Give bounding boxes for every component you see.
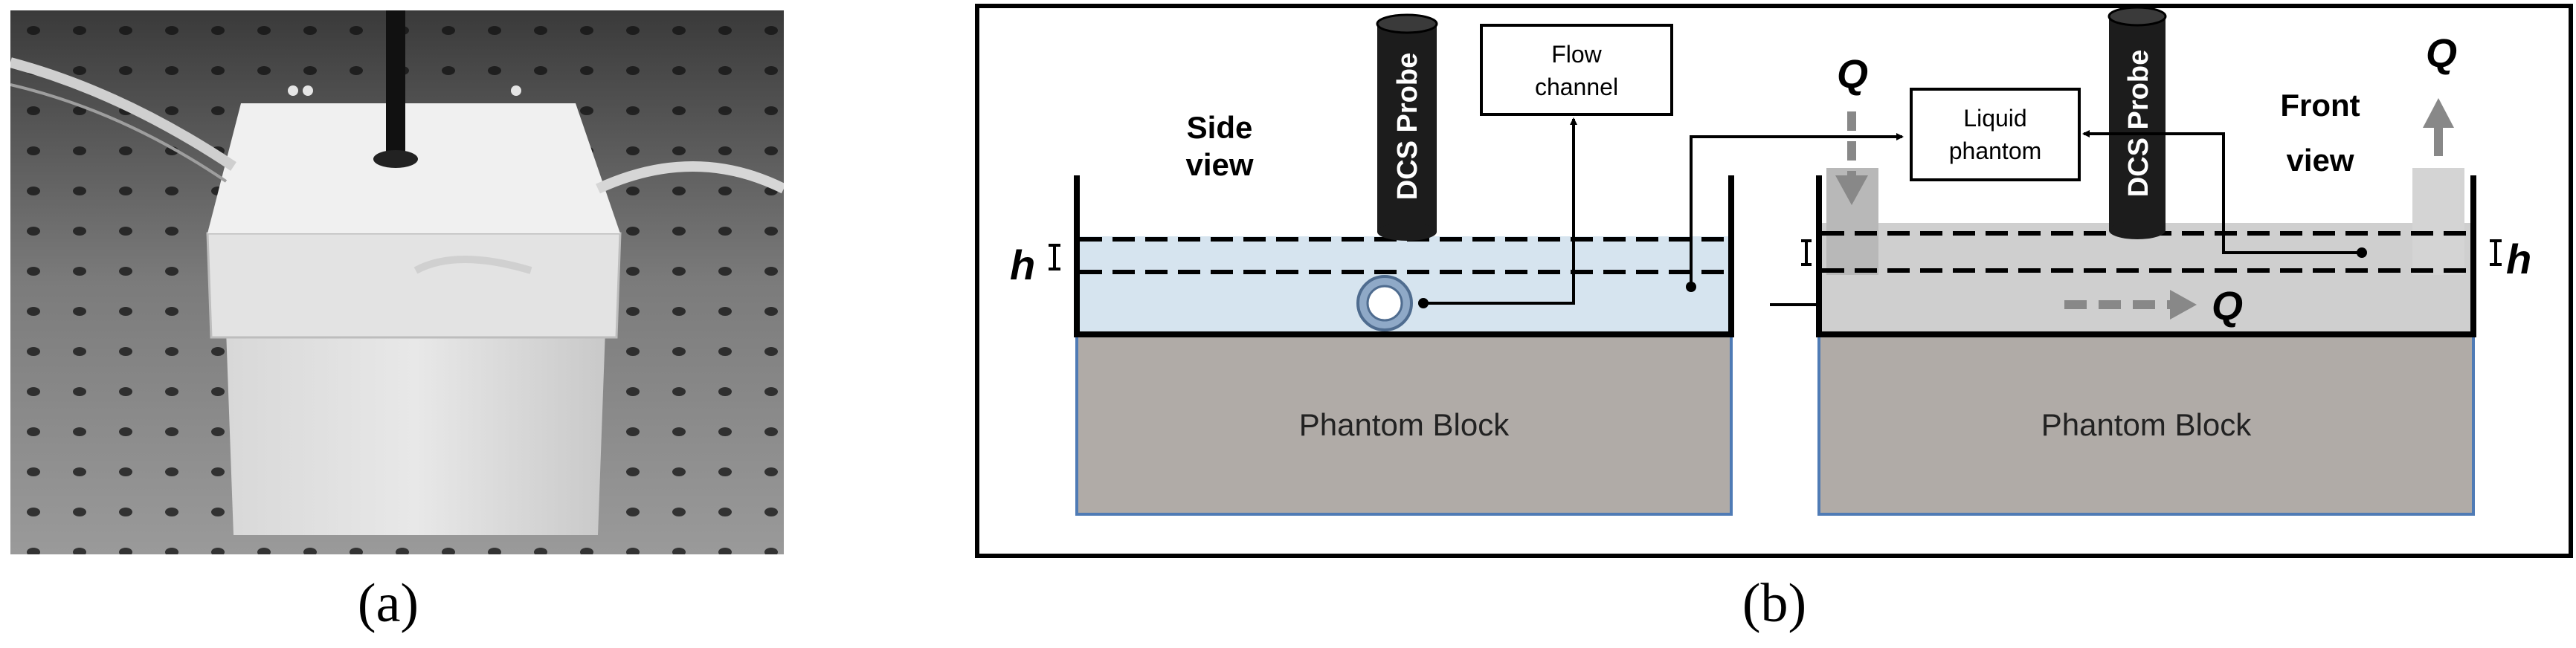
phantom-block-left: [1075, 331, 1733, 516]
inflow-arrow-head: [1835, 175, 1868, 205]
phantom-block-label-left: Phantom Block: [1299, 407, 1510, 442]
liquid-connector-side: [1690, 133, 1904, 287]
flow-channel-box: [1480, 24, 1673, 116]
side-view-label-2: view: [1185, 147, 1253, 182]
dcs-probe-right: [2108, 6, 2167, 239]
caption-a: (a): [357, 573, 419, 634]
liquid-front: [1819, 223, 2473, 331]
caption-b: (b): [1742, 573, 1807, 634]
flow-symbol: Q: [2212, 284, 2243, 328]
photo-phantom-setup: [10, 10, 784, 554]
outflow-symbol: Q: [2426, 31, 2457, 76]
inflow-symbol: Q: [1837, 52, 1868, 97]
front-view-label-1: Front: [2280, 88, 2360, 123]
front-view-label-2: view: [2286, 143, 2354, 178]
flow-channel-label-1: Flow: [1551, 41, 1602, 68]
liquid-phantom-box: [1910, 88, 2081, 181]
probe-label-right: DCS Probe: [2123, 50, 2154, 197]
flow-channel-label-2: channel: [1535, 74, 1618, 100]
outlet-tube: [2412, 168, 2464, 275]
liquid-phantom-label-1: Liquid: [1963, 105, 2026, 132]
probe-label-left: DCS Probe: [1392, 53, 1423, 200]
height-symbol-right: h: [2506, 236, 2531, 282]
side-view-label-1: Side: [1187, 110, 1253, 145]
dcs-probe-left: [1376, 13, 1438, 241]
liquid-phantom-label-2: phantom: [1949, 137, 2042, 164]
height-symbol-left: h: [1010, 242, 1035, 288]
outflow-arrow-head: [2423, 98, 2454, 128]
phantom-block-label-right: Phantom Block: [2041, 407, 2252, 442]
flow-arrow-head: [2170, 290, 2197, 320]
liquid-connector-right: [2082, 130, 2362, 254]
flow-channel-connector: [1423, 117, 1577, 305]
